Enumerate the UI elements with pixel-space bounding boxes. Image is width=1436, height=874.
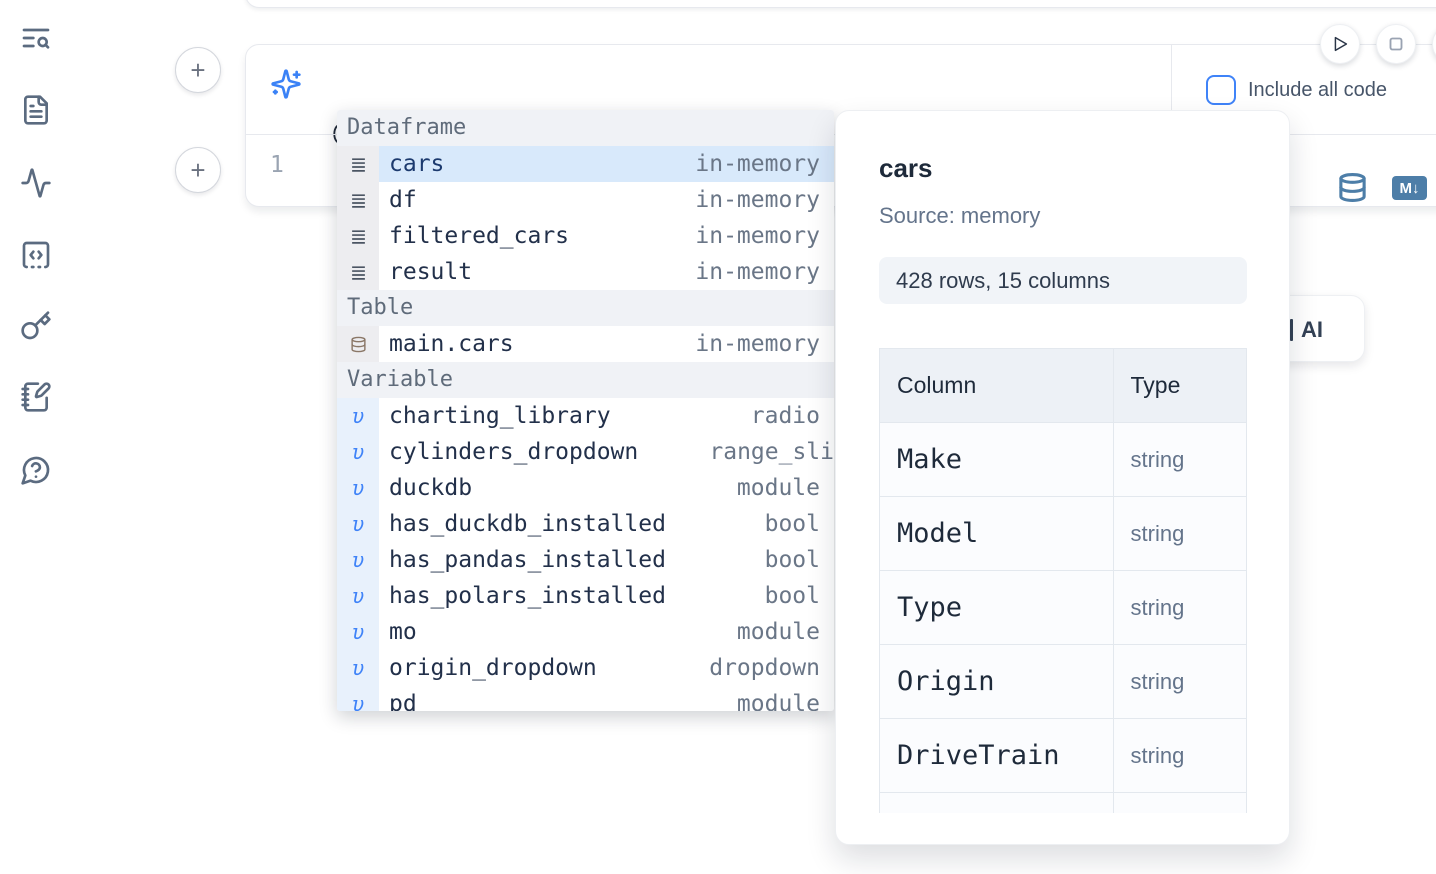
column-header: Column bbox=[879, 348, 1114, 423]
table-header-row: Column Type bbox=[879, 348, 1247, 423]
section-header-variable: Variable bbox=[337, 362, 834, 398]
include-all-code-label: Include all code bbox=[1248, 79, 1387, 101]
preview-title: cars bbox=[879, 153, 933, 183]
code-box-icon[interactable] bbox=[20, 239, 52, 271]
table-database-icon bbox=[350, 335, 367, 354]
ai-button-label: AI bbox=[1301, 317, 1323, 342]
table-row: DriveTrain string bbox=[879, 718, 1247, 793]
file-text-icon[interactable] bbox=[20, 94, 52, 126]
table-row: Type string bbox=[879, 570, 1247, 645]
row-column-count-badge: 428 rows, 15 columns bbox=[879, 257, 1247, 304]
table-row: Make string bbox=[879, 422, 1247, 497]
clipped-letter bbox=[1290, 319, 1293, 341]
sparkles-icon bbox=[270, 68, 302, 100]
schema-table: Column Type Make string Model string Typ… bbox=[879, 348, 1247, 813]
variable-icon: υ bbox=[351, 512, 365, 536]
list-search-icon[interactable] bbox=[20, 22, 52, 54]
section-header-table: Table bbox=[337, 290, 834, 326]
help-chat-icon[interactable] bbox=[20, 454, 52, 486]
dataframe-icon bbox=[350, 156, 367, 173]
variable-icon: υ bbox=[351, 440, 365, 464]
add-cell-below-button[interactable]: + bbox=[175, 147, 221, 193]
table-row: Origin string bbox=[879, 644, 1247, 719]
add-cell-above-button[interactable]: + bbox=[175, 47, 221, 93]
include-all-code-checkbox[interactable] bbox=[1206, 75, 1236, 105]
line-number: 1 bbox=[270, 152, 284, 178]
variable-icon: υ bbox=[351, 584, 365, 608]
dataframe-preview-panel: cars Source: memory 428 rows, 15 columns… bbox=[835, 110, 1290, 845]
stop-button[interactable] bbox=[1376, 24, 1416, 64]
preview-source: Source: memory bbox=[879, 203, 1041, 228]
database-cell-icon[interactable] bbox=[1337, 171, 1368, 204]
dataframe-icon bbox=[350, 264, 367, 281]
divider bbox=[1171, 45, 1172, 134]
variable-icon: υ bbox=[351, 548, 365, 572]
schema-table-container: Column Type Make string Model string Typ… bbox=[879, 348, 1247, 813]
variable-icon: υ bbox=[351, 476, 365, 500]
dataframe-icon bbox=[350, 192, 367, 209]
table-row-partial bbox=[879, 792, 1247, 813]
variable-icon: υ bbox=[351, 404, 365, 428]
activity-icon[interactable] bbox=[20, 167, 52, 199]
key-icon[interactable] bbox=[20, 310, 52, 342]
previous-cell bbox=[245, 0, 1436, 8]
table-row: Model string bbox=[879, 496, 1247, 571]
run-cell-button[interactable] bbox=[1320, 24, 1360, 64]
markdown-icon[interactable]: M↓ bbox=[1392, 176, 1427, 200]
variable-icon: υ bbox=[351, 656, 365, 680]
variable-icon: υ bbox=[351, 692, 365, 711]
notebook-pen-icon[interactable] bbox=[20, 381, 52, 413]
section-header-dataframe: Dataframe bbox=[337, 110, 834, 146]
dataframe-icon bbox=[350, 228, 367, 245]
left-sidebar bbox=[0, 0, 72, 874]
type-header: Type bbox=[1112, 348, 1247, 423]
variable-icon: υ bbox=[351, 620, 365, 644]
